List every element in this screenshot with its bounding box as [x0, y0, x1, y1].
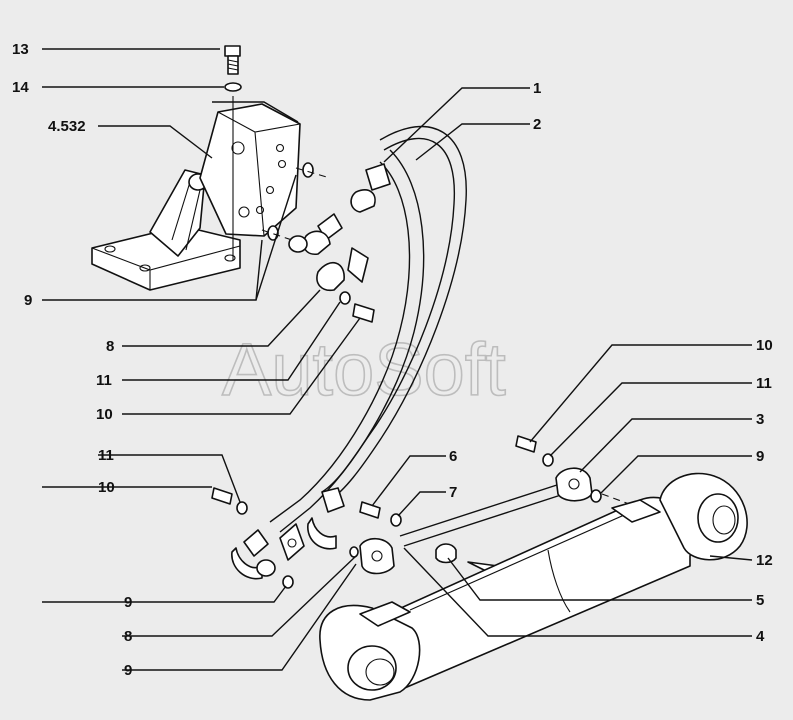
flange-fitting	[359, 537, 395, 575]
washer-7	[390, 513, 402, 527]
washer-14	[224, 82, 242, 92]
bolt-10-lower	[211, 487, 233, 505]
watermark: AutoSoft	[222, 328, 506, 411]
leader-lines	[42, 48, 753, 671]
seal-ring-9-right	[590, 489, 602, 503]
clamp-half-front	[316, 261, 345, 292]
washer-11-right	[542, 453, 554, 467]
seal-ring-9-lower	[282, 575, 294, 589]
callout-9-lower: 9	[124, 594, 132, 611]
valve-block-bracket	[91, 96, 301, 291]
flange-3	[555, 467, 593, 502]
callout-6: 6	[449, 448, 457, 465]
callout-11-right: 11	[756, 375, 772, 392]
callout-12: 12	[756, 552, 773, 569]
callout-3: 3	[756, 411, 764, 428]
callout-13: 13	[12, 41, 29, 58]
callout-11-upper: 11	[96, 372, 112, 389]
callout-8-upper: 8	[106, 338, 114, 355]
callout-14: 14	[12, 79, 29, 96]
callout-5: 5	[756, 592, 764, 609]
callout-10-upper: 10	[96, 406, 113, 423]
tube-sleeve-5	[435, 543, 457, 564]
callout-11-lower: 11	[98, 447, 114, 464]
callout-9-upper: 9	[24, 292, 32, 309]
bolt-6	[359, 501, 381, 519]
bolt-13	[224, 45, 241, 75]
clamp-half-lower	[279, 523, 305, 561]
callout-7: 7	[449, 484, 457, 501]
callout-4: 4	[756, 628, 765, 645]
washer-11-upper	[339, 291, 351, 305]
hose-2	[288, 125, 467, 550]
clamp-half-rear	[347, 247, 369, 283]
seal-ring-upper	[302, 162, 314, 178]
hydraulic-cylinder-12	[319, 472, 748, 701]
callout-10-lower: 10	[98, 479, 115, 496]
callout-8-lower: 8	[124, 628, 132, 645]
seal-ring-9-flange	[349, 546, 359, 558]
bolt-10-right	[515, 435, 537, 453]
callout-10-right: 10	[756, 337, 773, 354]
callout-4-532: 4.532	[48, 118, 86, 135]
rigid-tube-4	[399, 483, 561, 537]
washer-11-lower	[236, 501, 248, 515]
bolt-10-upper	[352, 303, 375, 323]
callout-1: 1	[533, 80, 541, 97]
callout-9-bottom: 9	[124, 662, 132, 679]
callout-2: 2	[533, 116, 541, 133]
callout-9-right: 9	[756, 448, 764, 465]
